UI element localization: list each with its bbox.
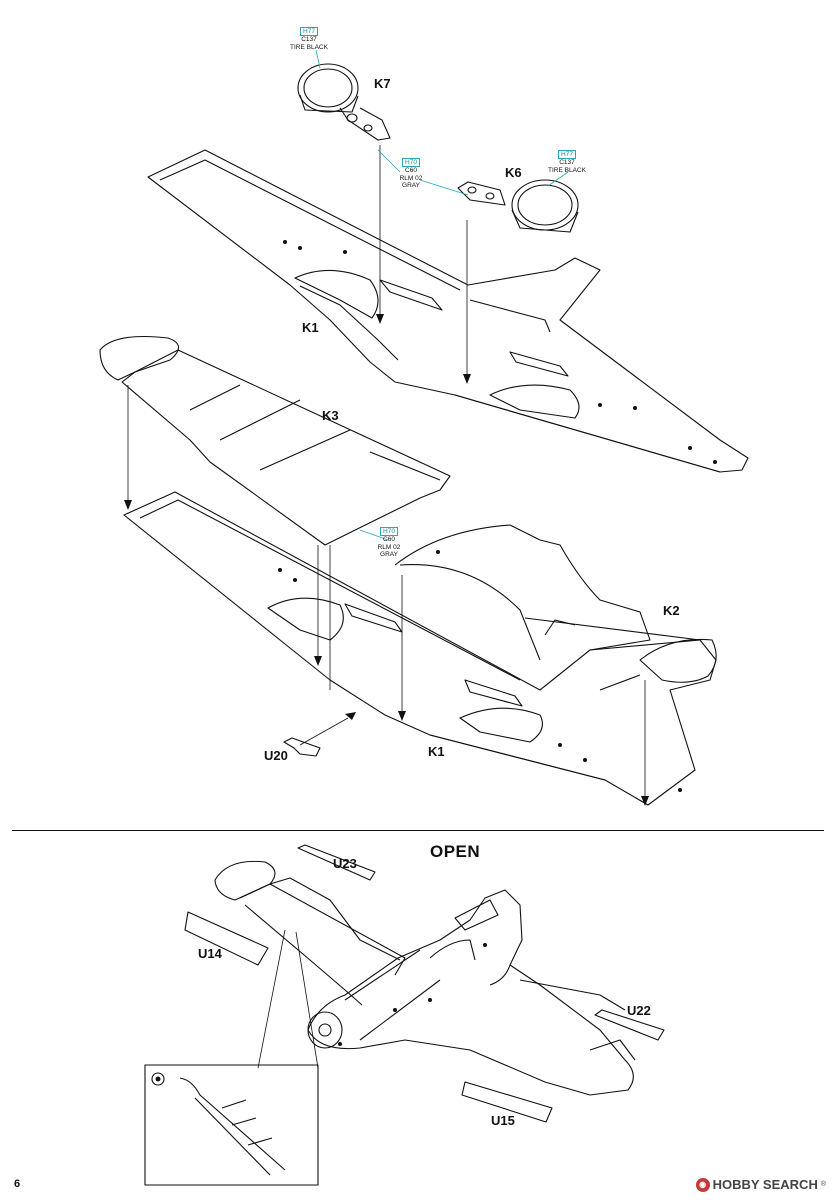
part-label-k6: K6 (505, 165, 522, 180)
paint-ref: C60 (383, 536, 395, 543)
part-label-k1-bottom: K1 (428, 744, 445, 759)
part-label-u14: U14 (198, 946, 222, 961)
paint-name: TIRE BLACK (548, 166, 586, 174)
paint-callout-tire-k6: H77 C137 TIRE BLACK (545, 150, 589, 174)
hobby-search-logo-icon: ◉ (695, 1177, 710, 1192)
paint-code: H77 (300, 27, 318, 36)
part-label-u23: U23 (333, 856, 357, 871)
paint-ref: C60 (405, 167, 417, 174)
part-label-u22: U22 (627, 1003, 651, 1018)
part-label-k3: K3 (322, 408, 339, 423)
paint-name: TIRE BLACK (290, 43, 328, 51)
page-number: 6 (14, 1178, 21, 1190)
paint-ref: C137 (301, 36, 317, 43)
section-divider (12, 830, 824, 831)
k6-wheel-drawing (457, 179, 579, 233)
paint-name: RLM 02 (399, 174, 423, 182)
paint-code: H70 (380, 527, 398, 536)
part-label-k7: K7 (374, 76, 391, 91)
part-label-k2: K2 (663, 603, 680, 618)
watermark: ◉ HOBBY SEARCH ® (695, 1177, 826, 1192)
paint-callout-strut: H70 C60 RLM 02 GRAY (394, 158, 428, 190)
k3-wing-panel-drawing (99, 335, 451, 546)
paint-callout-tire-k7: H77 C137 TIRE BLACK (287, 27, 331, 51)
registered-mark: ® (820, 1181, 826, 1188)
paint-code: H70 (402, 158, 420, 167)
paint-callout-wing: H70 C60 RLM 02 GRAY (372, 527, 406, 559)
paint-name-cont: GRAY (380, 551, 398, 558)
paint-name-cont: GRAY (402, 182, 420, 189)
k1-bottom-wing-drawing (123, 491, 717, 806)
paint-code: H77 (558, 150, 576, 159)
k1-top-wing-drawing (147, 149, 749, 473)
paint-ref: C137 (559, 159, 575, 166)
part-label-k1-top: K1 (302, 320, 319, 335)
step-title-open: OPEN (430, 842, 481, 861)
k7-wheel-drawing (297, 63, 391, 141)
open-flaps-drawing (144, 844, 665, 1186)
paint-name: RLM 02 (377, 543, 401, 551)
watermark-text: HOBBY SEARCH (712, 1177, 818, 1192)
part-label-u20: U20 (264, 748, 288, 763)
part-label-u15: U15 (491, 1113, 515, 1128)
